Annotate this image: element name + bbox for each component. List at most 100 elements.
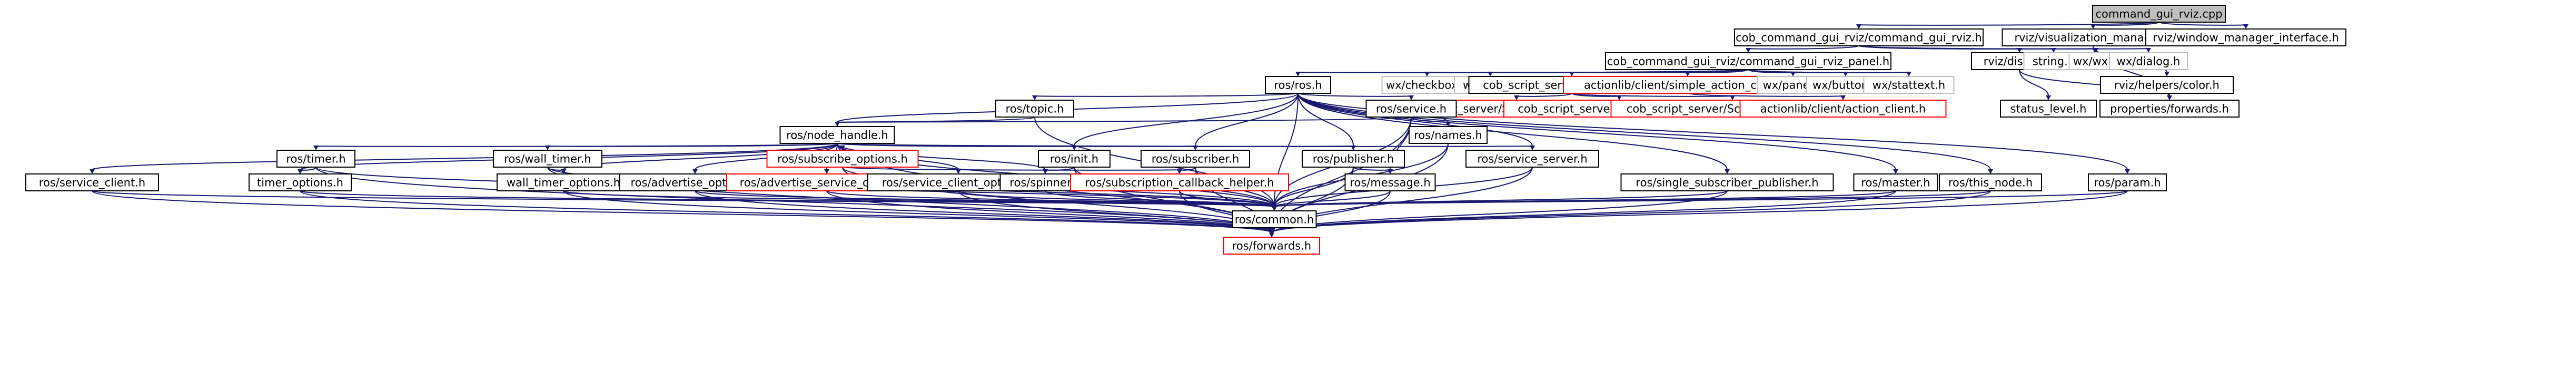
edge-arrowhead bbox=[956, 169, 961, 174]
node-rospub[interactable]: ros/publisher.h bbox=[1302, 150, 1405, 168]
node-label: ros/service_server.h bbox=[1477, 153, 1587, 166]
node-rosnames[interactable]: ros/names.h bbox=[1409, 126, 1488, 144]
edge-rosparam-to-rosfwd bbox=[1271, 190, 2128, 234]
edge-arrowhead bbox=[2090, 24, 2096, 29]
node-srvclient[interactable]: ros/service_client.h bbox=[25, 173, 159, 191]
node-thisnode[interactable]: ros/this_node.h bbox=[1939, 173, 2042, 191]
edge-timeropts-to-rosfwd bbox=[300, 190, 1272, 234]
edge-rosros-to-rossub bbox=[1195, 93, 1299, 147]
node-box bbox=[2100, 76, 2234, 94]
node-rostopic[interactable]: ros/topic.h bbox=[995, 100, 1074, 118]
node-label: ros/node_handle.h bbox=[786, 129, 888, 142]
node-panel[interactable]: cob_command_gui_rviz/command_gui_rviz_pa… bbox=[1605, 52, 1891, 70]
node-box bbox=[1265, 76, 1331, 94]
edge-rosros-to-rosparam bbox=[1297, 93, 2128, 170]
edge-spinner-to-roscommon bbox=[1045, 190, 1275, 207]
node-rosfwd[interactable]: ros/forwards.h bbox=[1223, 237, 1320, 255]
edge-subopts-to-subcbhelper bbox=[842, 167, 1180, 171]
edge-arrowhead bbox=[2046, 95, 2051, 100]
node-actclient[interactable]: actionlib/client/action_client.h bbox=[1739, 100, 1947, 118]
node-rostimer[interactable]: ros/timer.h bbox=[276, 150, 355, 168]
node-walltimer[interactable]: ros/wall_timer.h bbox=[493, 150, 602, 168]
edge-subcbhelper-to-roscommon bbox=[1179, 190, 1275, 207]
node-label: ros/spinner.h bbox=[1009, 177, 1081, 189]
node-rosros[interactable]: ros/ros.h bbox=[1265, 76, 1331, 94]
node-winmgr[interactable]: rviz/window_manager_interface.h bbox=[2145, 28, 2346, 46]
node-label: ros/topic.h bbox=[1006, 103, 1064, 115]
node-rosinit[interactable]: ros/init.h bbox=[1038, 150, 1111, 168]
edge-rosros-to-rospub bbox=[1297, 93, 1354, 147]
edge-arrowhead bbox=[1569, 72, 1574, 76]
node-box bbox=[497, 173, 630, 191]
edge-arrowhead bbox=[1725, 169, 1730, 174]
edge-arrowhead bbox=[1988, 169, 1993, 174]
node-label: command_gui_rviz.cpp bbox=[2095, 8, 2222, 21]
edge-rosros-to-srvserver bbox=[1297, 93, 1533, 147]
node-singlesubpub[interactable]: ros/single_subscriber_publisher.h bbox=[1620, 173, 1834, 191]
node-roscommon[interactable]: ros/common.h bbox=[1232, 210, 1317, 228]
node-rosservice[interactable]: ros/service.h bbox=[1365, 100, 1457, 118]
node-box bbox=[2109, 52, 2188, 70]
edge-arrowhead bbox=[692, 169, 698, 174]
node-box bbox=[1223, 237, 1320, 255]
node-propfwd[interactable]: properties/forwards.h bbox=[2099, 100, 2240, 118]
edge-simpleclient-to-actclient bbox=[1687, 93, 1844, 97]
node-statuslevel[interactable]: status_level.h bbox=[2000, 100, 2097, 118]
node-box bbox=[2088, 173, 2167, 191]
edge-advsrvopts-to-rosfwd bbox=[826, 190, 1272, 234]
node-box bbox=[1863, 76, 1955, 94]
node-srvserver[interactable]: ros/service_server.h bbox=[1465, 150, 1599, 168]
node-label: ros/init.h bbox=[1050, 153, 1098, 166]
edge-arrowhead bbox=[1893, 169, 1898, 174]
node-box bbox=[1070, 173, 1289, 191]
edge-root-to-cmdgui bbox=[1858, 22, 2159, 26]
edge-arrowhead bbox=[1269, 232, 1274, 237]
node-label: ros/subscription_callback_helper.h bbox=[1085, 177, 1274, 190]
node-timeropts[interactable]: timer_options.h bbox=[249, 173, 352, 191]
node-nodehandle[interactable]: ros/node_handle.h bbox=[779, 126, 895, 144]
edge-rosros-to-rosinit bbox=[1074, 93, 1299, 147]
edge-arrowhead bbox=[1424, 72, 1430, 76]
node-label: ros/timer.h bbox=[286, 153, 345, 166]
node-box bbox=[1939, 173, 2042, 191]
node-label: ros/forwards.h bbox=[1232, 240, 1311, 253]
node-box bbox=[249, 173, 352, 191]
edge-nodehandle-to-walltimer bbox=[547, 143, 838, 147]
node-cmdgui[interactable]: cob_command_gui_rviz/command_gui_rviz.h bbox=[1734, 28, 1984, 46]
edge-rosmsg-to-roscommon bbox=[1274, 190, 1391, 207]
node-box bbox=[766, 150, 919, 168]
node-label: ros/wall_timer.h bbox=[504, 153, 591, 166]
node-rossub[interactable]: ros/subscriber.h bbox=[1141, 150, 1250, 168]
node-label: ros/this_node.h bbox=[1948, 177, 2033, 190]
node-box bbox=[1232, 210, 1317, 228]
edge-arrowhead bbox=[1409, 95, 1414, 100]
edge-rosparam-to-roscommon bbox=[1274, 190, 2128, 207]
edge-cmdgui-to-panel bbox=[1748, 45, 1859, 50]
edge-nodehandle-to-srvclient bbox=[92, 143, 838, 170]
node-rvcolor[interactable]: rviz/helpers/color.h bbox=[2100, 76, 2234, 94]
node-walltimeropts[interactable]: wall_timer_options.h bbox=[497, 173, 630, 191]
edges-layer bbox=[90, 22, 2248, 237]
node-box bbox=[1365, 100, 1457, 118]
node-box bbox=[2145, 28, 2346, 46]
edge-arrowhead bbox=[824, 169, 829, 174]
node-label: cob_command_gui_rviz/command_gui_rviz.h bbox=[1736, 32, 1982, 45]
edge-panel-to-simpleclient bbox=[1687, 69, 1749, 73]
node-subcbhelper[interactable]: ros/subscription_callback_helper.h bbox=[1070, 173, 1289, 191]
node-rosmsg[interactable]: ros/message.h bbox=[1344, 173, 1436, 191]
edge-arrowhead bbox=[1685, 72, 1690, 76]
edge-arrowhead bbox=[2167, 95, 2172, 100]
edge-arrowhead bbox=[1746, 48, 1751, 53]
node-label: rviz/window_manager_interface.h bbox=[2153, 32, 2339, 45]
node-rosmaster[interactable]: ros/master.h bbox=[1853, 173, 1938, 191]
edge-arrowhead bbox=[1730, 95, 1735, 100]
node-rosparam[interactable]: ros/param.h bbox=[2088, 173, 2167, 191]
node-subopts[interactable]: ros/subscribe_options.h bbox=[766, 150, 919, 168]
node-root[interactable]: command_gui_rviz.cpp bbox=[2092, 5, 2226, 23]
node-label: rviz/helpers/color.h bbox=[2114, 79, 2220, 92]
edge-arrowhead bbox=[1388, 169, 1393, 174]
node-box bbox=[1409, 126, 1488, 144]
node-box bbox=[1465, 150, 1599, 168]
node-label: string.h bbox=[2033, 55, 2075, 68]
node-box bbox=[25, 173, 159, 191]
